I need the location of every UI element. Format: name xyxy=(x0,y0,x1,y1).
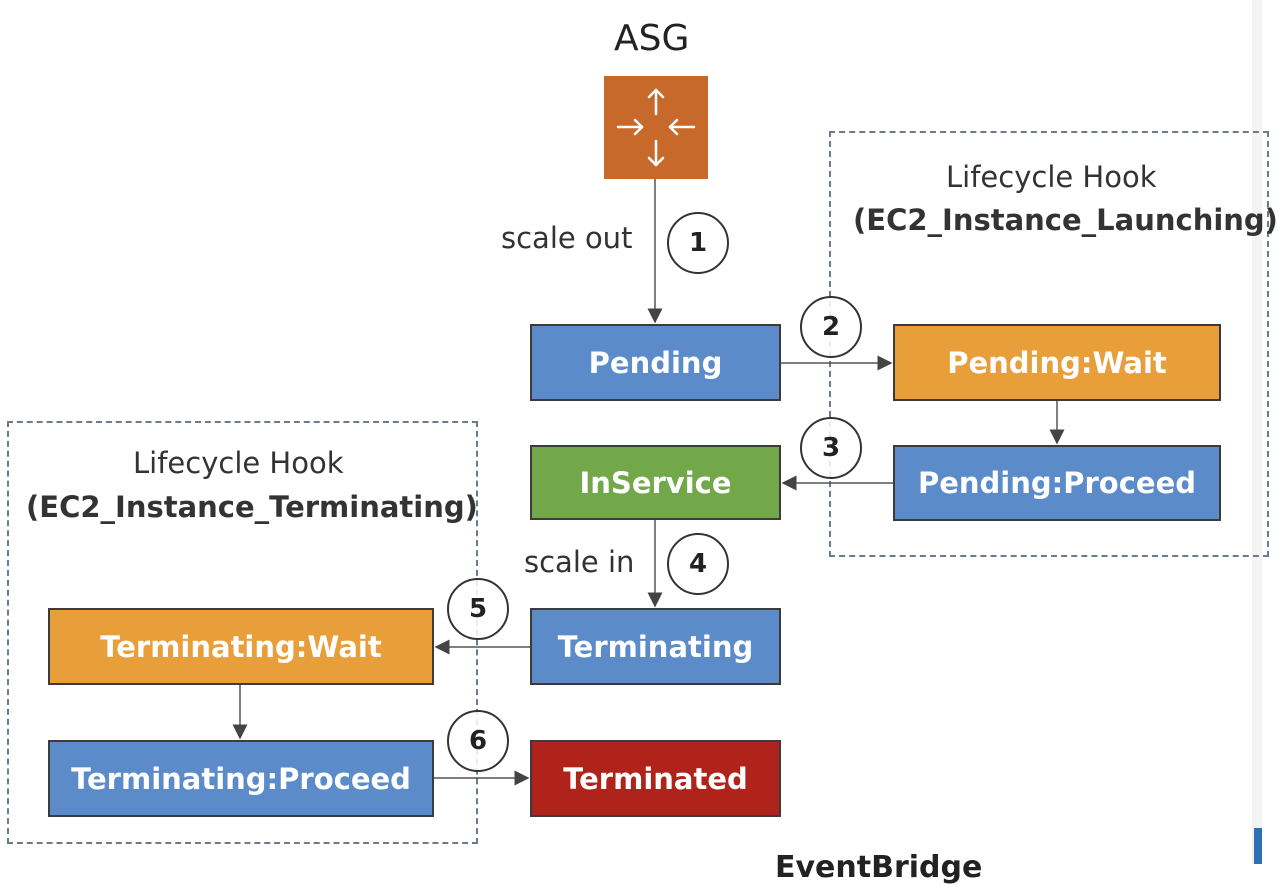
scale-in-label: scale in xyxy=(524,545,635,579)
state-terminating: Terminating xyxy=(530,608,781,685)
scale-out-label: scale out xyxy=(501,221,633,255)
state-terminated: Terminated xyxy=(530,740,781,817)
terminate-hook-subtitle: (EC2_Instance_Terminating) xyxy=(26,490,478,524)
side-mark xyxy=(1254,828,1262,864)
state-pending-wait: Pending:Wait xyxy=(893,324,1221,401)
launch-hook-title: Lifecycle Hook xyxy=(946,160,1157,194)
auto-scaling-arrows-icon xyxy=(604,76,708,179)
state-terminating-wait: Terminating:Wait xyxy=(48,608,434,685)
step-6-badge: 6 xyxy=(447,710,509,772)
state-inservice: InService xyxy=(530,445,781,520)
asg-title: ASG xyxy=(614,18,690,59)
launch-hook-subtitle: (EC2_Instance_Launching) xyxy=(853,203,1278,237)
step-3-badge: 3 xyxy=(800,417,862,479)
state-pending: Pending xyxy=(530,324,781,401)
state-pending-proceed: Pending:Proceed xyxy=(893,445,1221,521)
step-1-badge: 1 xyxy=(667,212,729,274)
terminate-hook-title: Lifecycle Hook xyxy=(133,446,344,480)
side-strip xyxy=(1252,0,1262,864)
step-2-badge: 2 xyxy=(800,296,862,358)
eventbridge-label-cut: EventBridge xyxy=(775,850,983,885)
step-5-badge: 5 xyxy=(447,578,509,640)
step-4-badge: 4 xyxy=(667,533,729,595)
connector-arrows xyxy=(232,179,1065,786)
state-terminating-proceed: Terminating:Proceed xyxy=(48,740,434,817)
